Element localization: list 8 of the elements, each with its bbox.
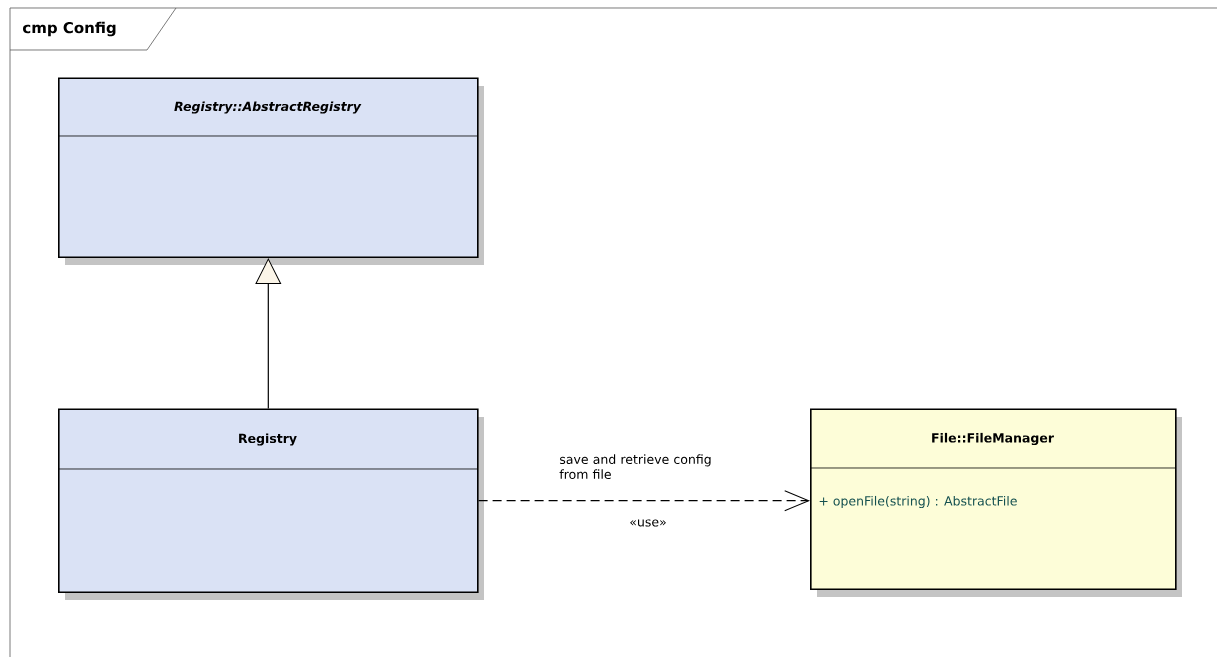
class-box: Registry::AbstractRegistry bbox=[57, 77, 484, 265]
frame-title-tab: cmp Config bbox=[9, 7, 177, 51]
generalization-arrow bbox=[255, 258, 282, 409]
class-box: Registry bbox=[57, 408, 484, 600]
edge-label: save and retrieve config from file bbox=[559, 454, 711, 480]
dependency-arrow bbox=[478, 490, 810, 512]
stereotype-label: «use» bbox=[630, 519, 666, 527]
class-box: File::FileManager + openFile(string) : AbstractFile bbox=[809, 408, 1182, 597]
